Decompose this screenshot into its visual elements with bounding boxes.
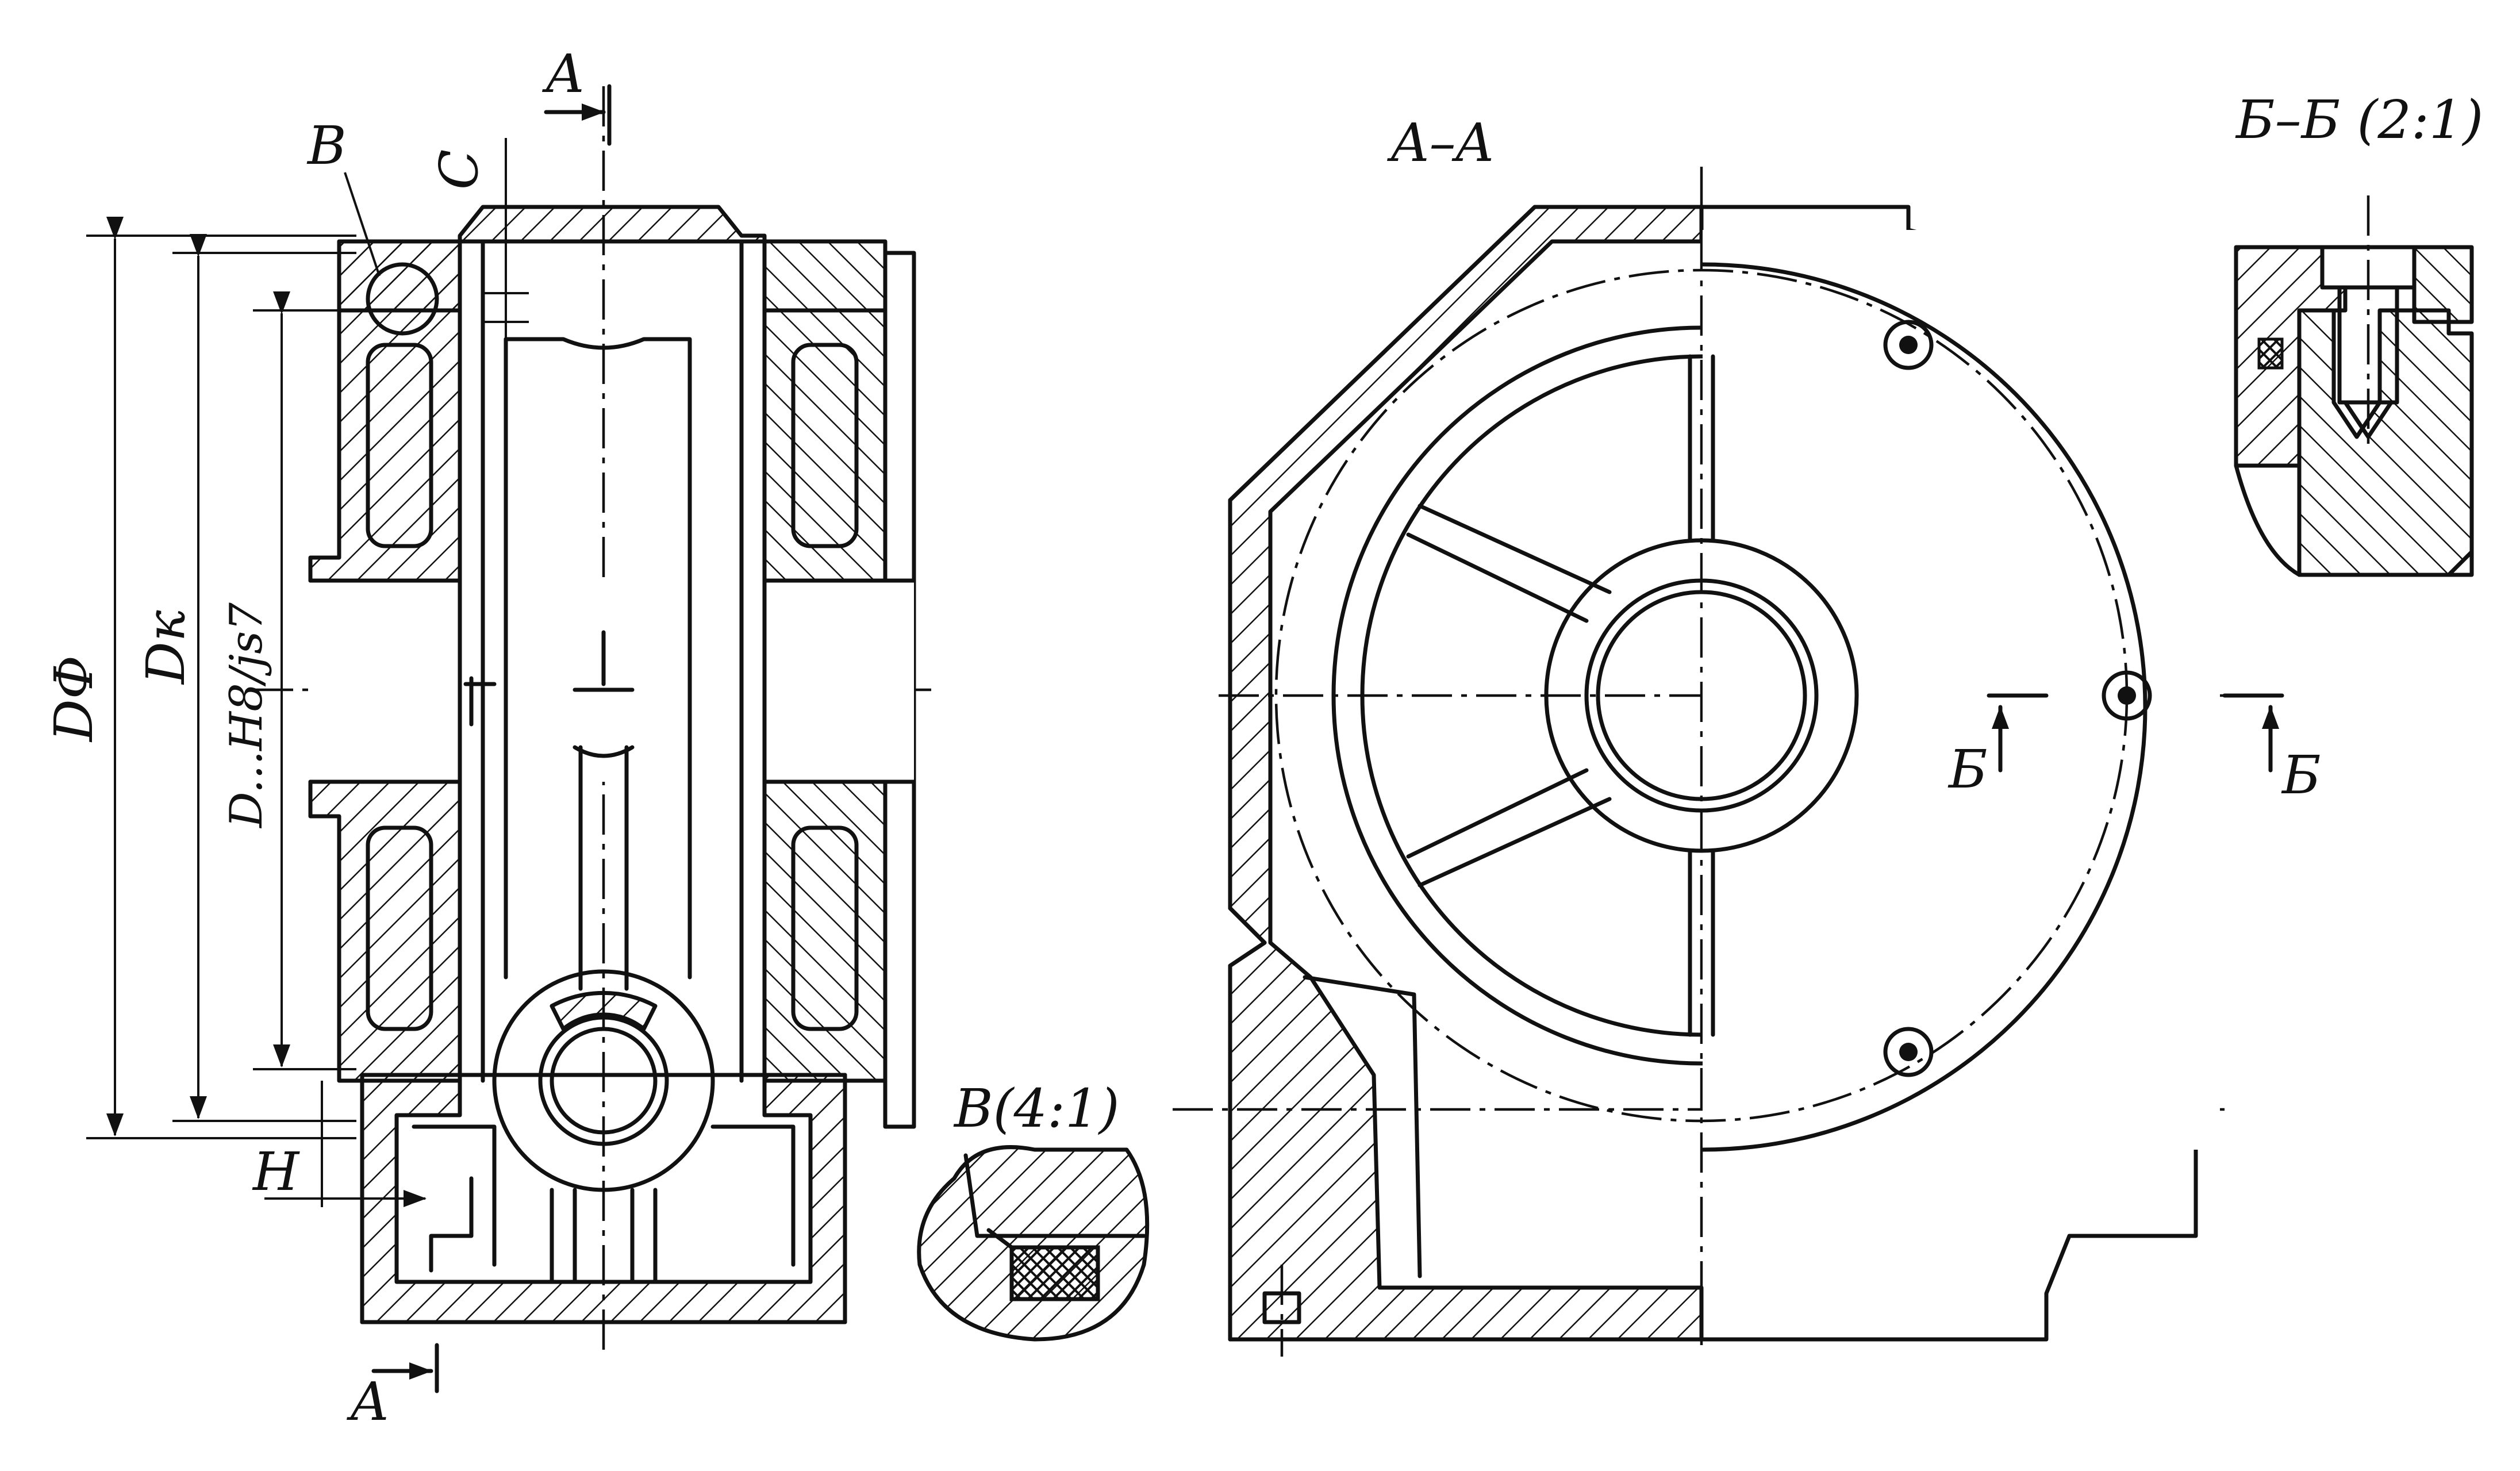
dim-dk-label: Dк [135,610,197,685]
view-bb: Б–Б (2:1) [2234,89,2483,577]
dim-c-label: C [428,149,490,190]
detail-b-view: B(4:1) [917,1078,1150,1342]
view-aa: A–A [1173,112,2321,1357]
detail-b-callout: B [306,115,347,176]
section-a-top-label: A [541,43,584,105]
section-b-right-label: Б [2281,744,2321,806]
view-aa-label: A–A [1386,112,1494,174]
section-a-bottom-label: A [346,1371,389,1432]
section-b-left-label: Б [1947,739,1988,800]
view-bb-label: Б–Б (2:1) [2235,89,2483,151]
left-section-view: A A B C DФ Dк D...H8/js7 H [43,43,931,1432]
dim-df-label: DФ [43,655,105,743]
dim-h-label: H [252,1141,300,1203]
dim-fit-label: D...H8/js7 [221,602,272,829]
detail-b-scale-label: B(4:1) [953,1078,1119,1139]
